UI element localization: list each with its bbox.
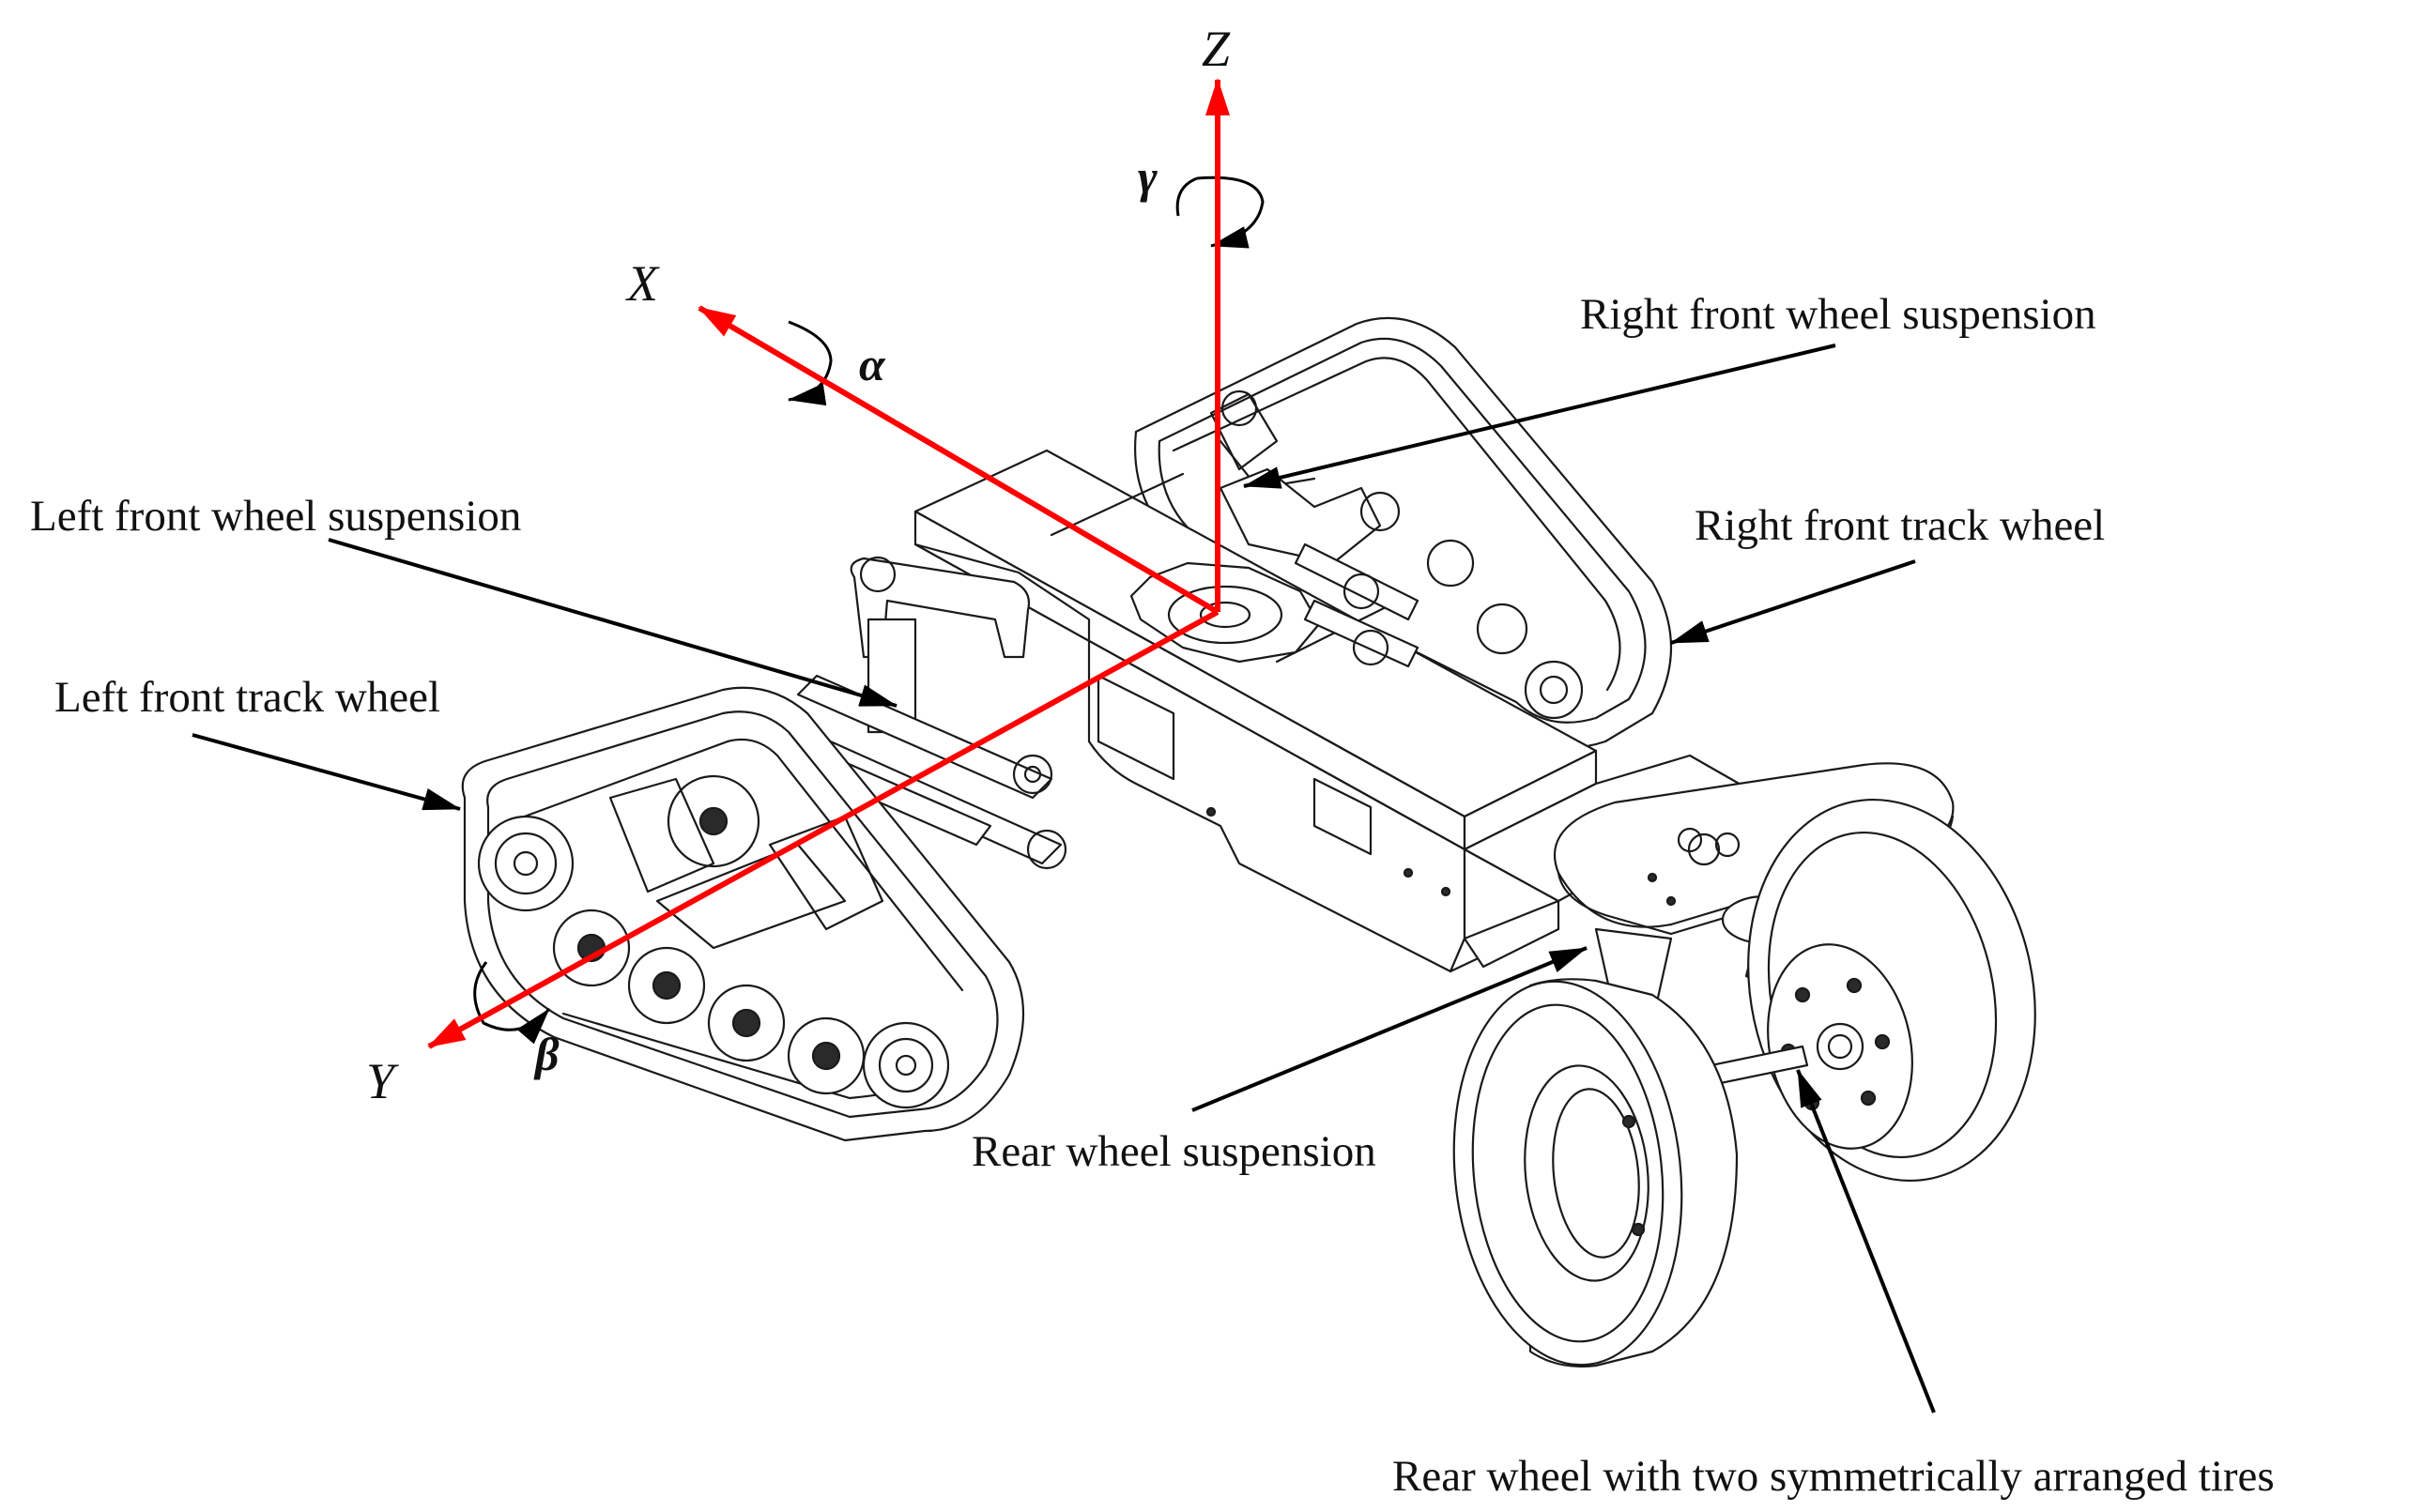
y-axis-label: Y <box>366 1053 399 1109</box>
coordinate-axes <box>427 78 1230 1049</box>
arrow-left-front-track <box>192 733 461 811</box>
beta-rotation-arrow <box>473 961 551 1045</box>
label-right-front-track: Right front track wheel <box>1695 501 2105 550</box>
z-axis-label: Z <box>1202 21 1231 77</box>
leader-arrows <box>192 344 1936 1413</box>
rear-near-tire-drawing <box>1452 978 1739 1368</box>
x-axis-label: X <box>625 255 660 312</box>
y-axis <box>427 609 1220 1049</box>
alpha-rotation-arrow <box>788 320 833 406</box>
gamma-label: γ <box>1138 150 1158 203</box>
gamma-rotation-arrow <box>1196 176 1265 249</box>
rotation-indicators <box>473 176 1265 1045</box>
chassis-drawing <box>461 316 2036 1368</box>
arrow-left-front-suspension <box>328 538 897 708</box>
label-rear-wheel: Rear wheel with two symmetrically arrang… <box>1392 1452 2275 1501</box>
label-left-front-track: Left front track wheel <box>54 673 440 722</box>
label-left-front-suspension: Left front wheel suspension <box>30 492 521 541</box>
label-rear-suspension: Rear wheel suspension <box>972 1127 1376 1176</box>
arrow-rear-suspension <box>1191 946 1588 1112</box>
label-right-front-suspension: Right front wheel suspension <box>1580 290 2096 339</box>
right-front-track-wheel-drawing <box>1134 316 1672 749</box>
arrow-right-front-suspension <box>1243 344 1836 489</box>
beta-label: β <box>533 1028 560 1080</box>
arrow-rear-wheel <box>1796 1069 1936 1413</box>
x-axis <box>698 305 1220 615</box>
right-front-suspension-drawing <box>1219 467 1419 668</box>
arrow-right-front-track <box>1670 559 1916 645</box>
alpha-label: α <box>859 338 886 390</box>
left-front-track-wheel-drawing <box>461 686 1025 1142</box>
